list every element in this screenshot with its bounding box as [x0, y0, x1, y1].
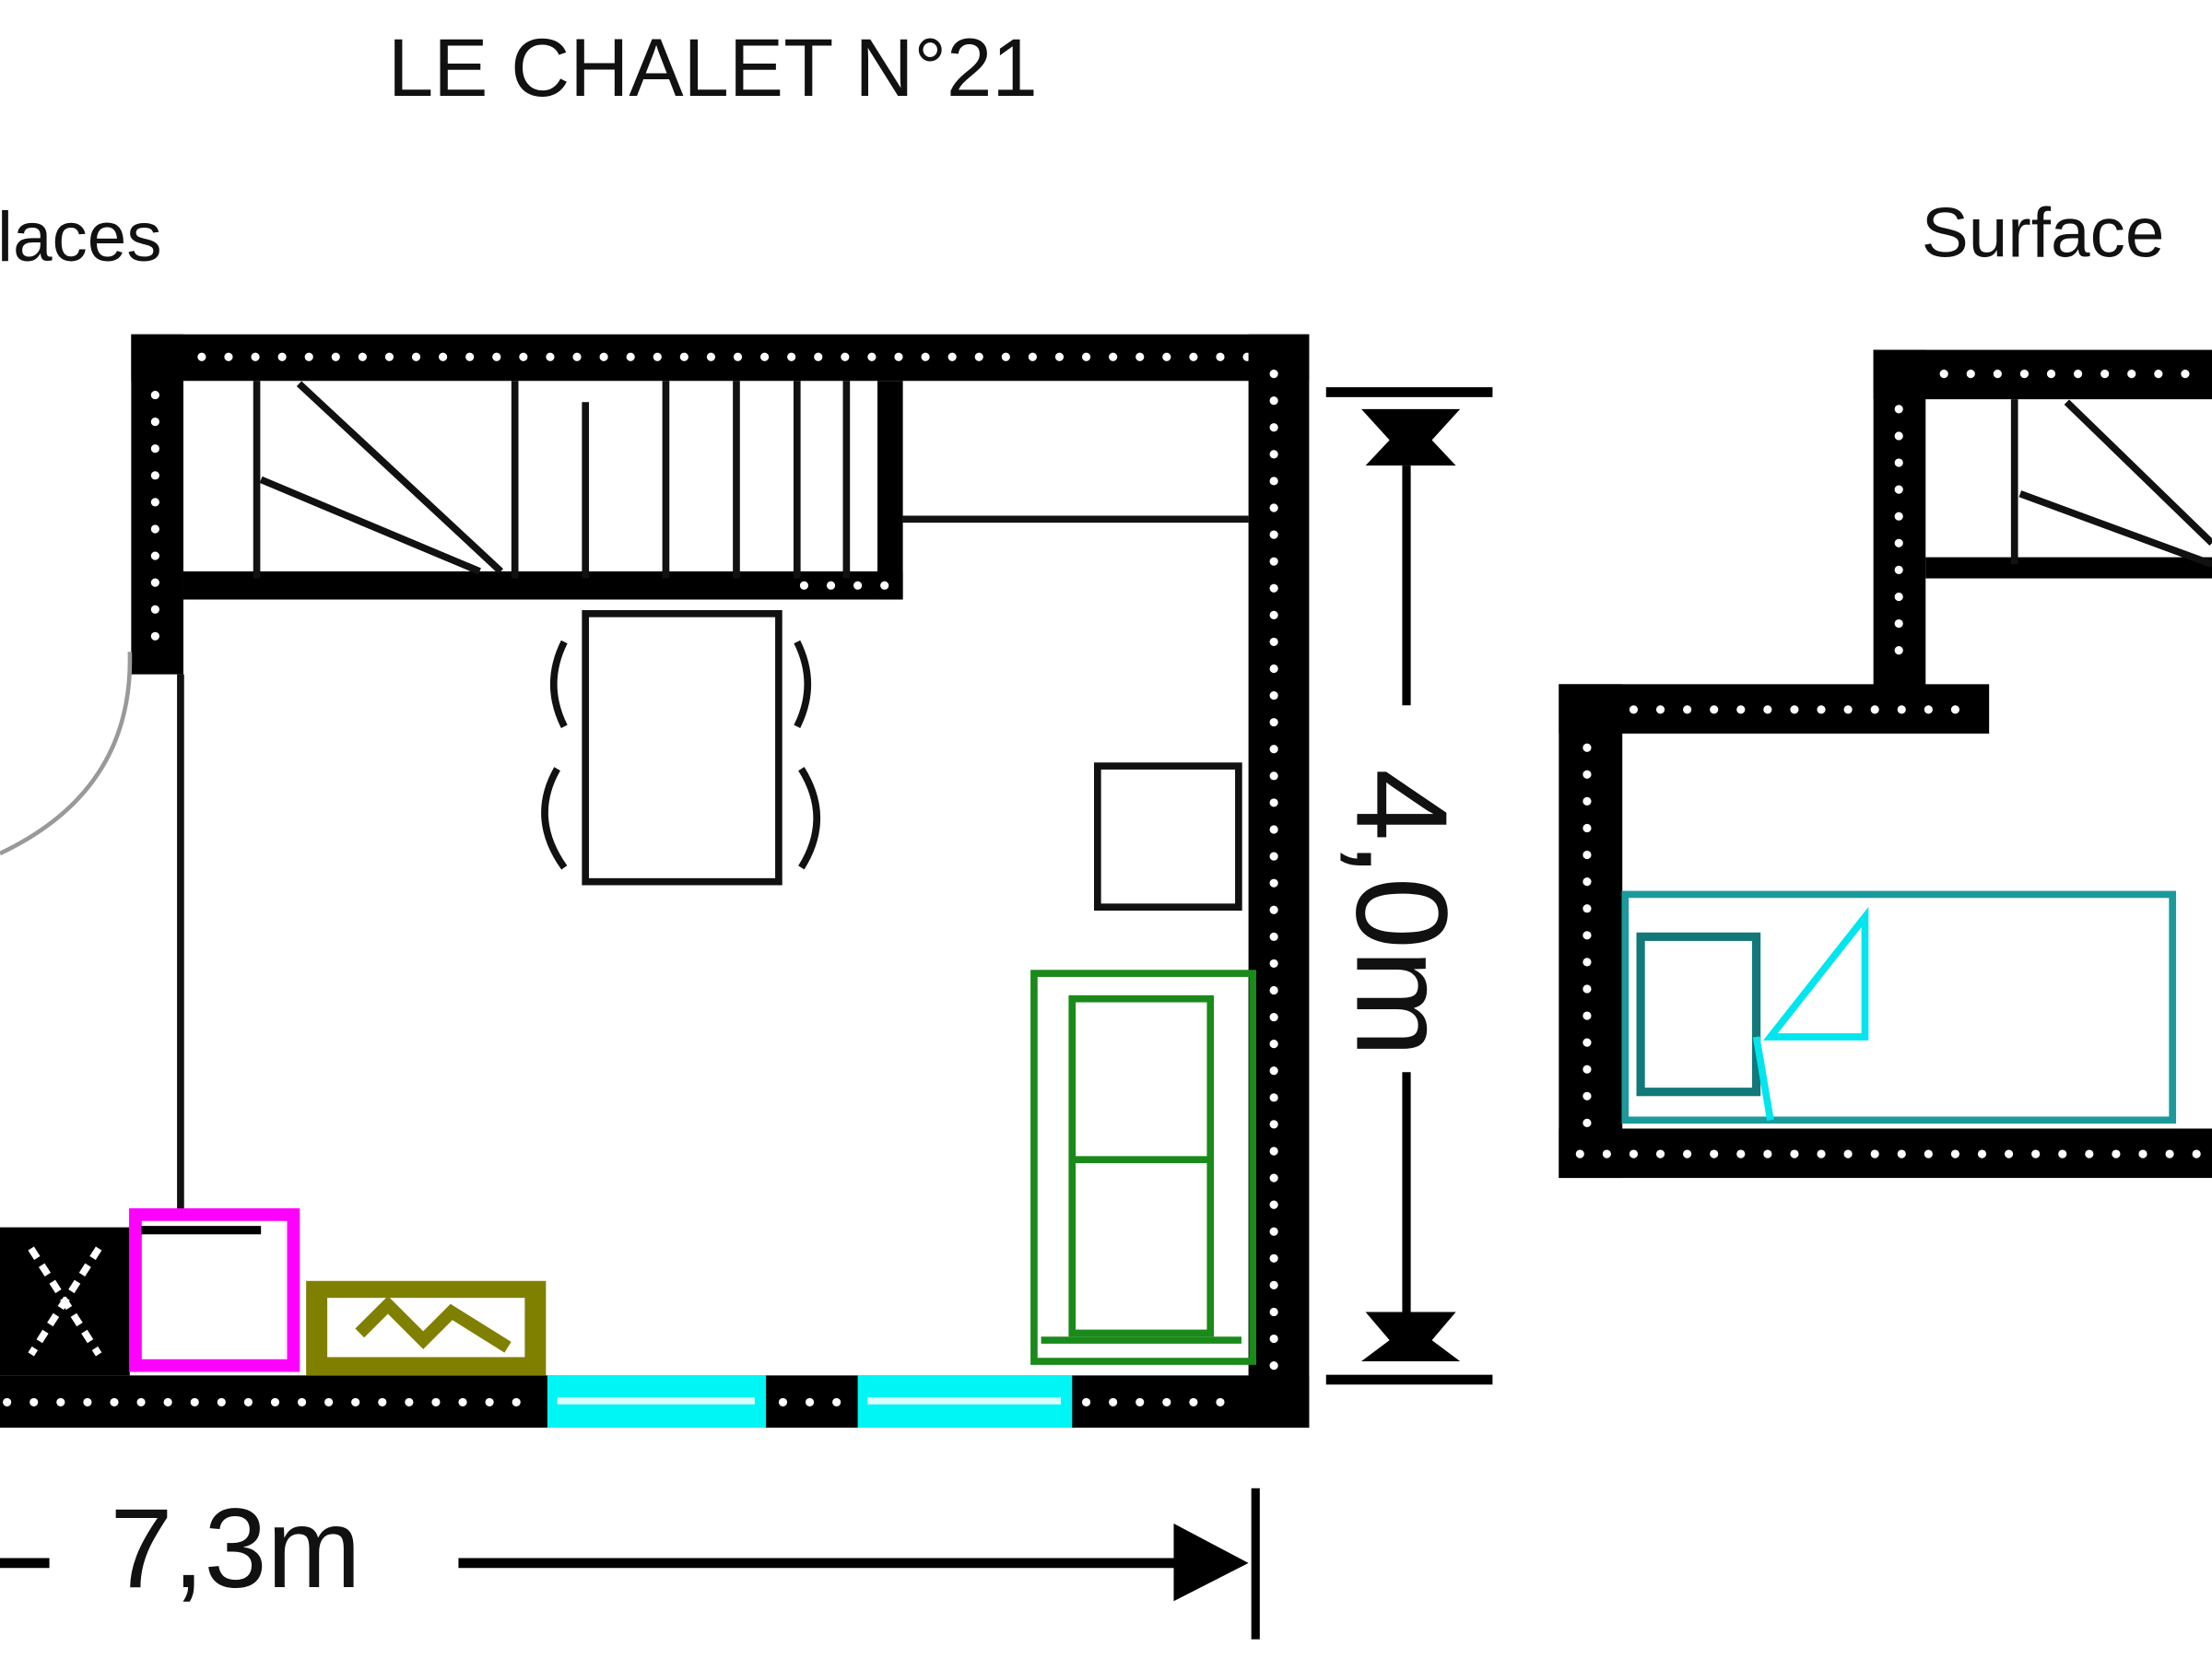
- width-dimension: 7,3m: [0, 1485, 1260, 1640]
- height-label: 4,0m: [1329, 769, 1474, 1057]
- height-dimension: 4,0m: [1325, 387, 1493, 1385]
- cabinet: [1093, 762, 1242, 912]
- bed: [1621, 890, 2176, 1124]
- windows: [547, 1375, 1073, 1428]
- upper-floor-walls: [1559, 349, 2212, 1179]
- upper-staircase: [1925, 399, 2212, 579]
- fridge: [129, 1207, 300, 1372]
- staircase: [182, 381, 1249, 600]
- cooktop: [306, 1280, 547, 1376]
- surface-label: Surface: [1922, 194, 2165, 273]
- sofa: [1030, 970, 1257, 1365]
- dining-table: [541, 609, 820, 886]
- plan-title: LE CHALET N°21: [388, 22, 1038, 113]
- washing-unit: [0, 1227, 130, 1376]
- places-label: laces: [0, 198, 162, 276]
- width-label: 7,3m: [110, 1485, 360, 1611]
- door-swing: [0, 652, 133, 856]
